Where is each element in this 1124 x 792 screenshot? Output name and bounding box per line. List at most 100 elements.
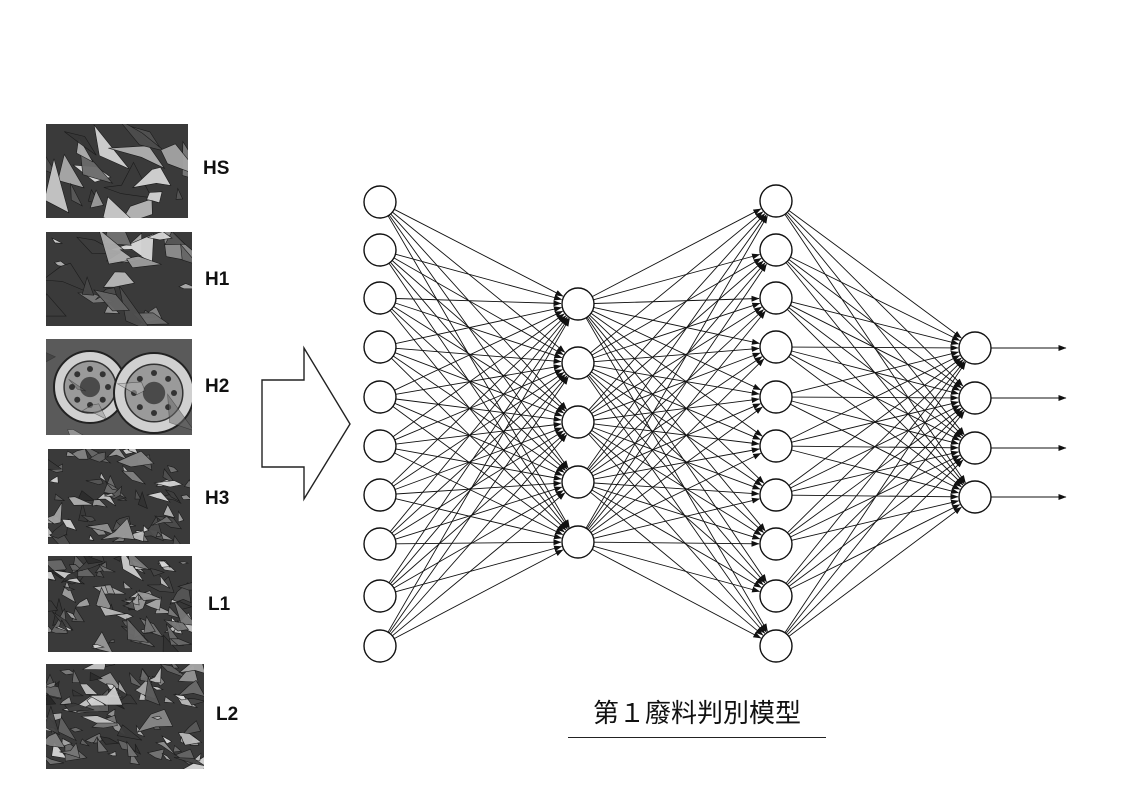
edge-l1-1-3: [593, 346, 760, 363]
label-l2: L2: [216, 704, 239, 725]
edge-l0-1-4: [388, 262, 569, 529]
edge-l1-0-2: [593, 295, 760, 304]
edge-l0-5-3: [395, 448, 562, 481]
edge-l0-5-1: [394, 369, 563, 441]
edge-l1-3-2: [589, 309, 764, 472]
edge-l0-5-0: [392, 313, 565, 438]
edge-l2-2-0: [791, 301, 959, 345]
edge-l1-3-3: [590, 356, 763, 474]
scrap-photo-h3: [48, 449, 190, 544]
output-node-2: [958, 431, 992, 465]
edge-l2-9-2: [786, 459, 964, 636]
edge-l2-6-0: [788, 357, 962, 486]
hidden2-node-7: [759, 527, 793, 561]
hidden2-node-5: [759, 429, 793, 463]
edge-l0-4-4: [392, 406, 565, 533]
edge-l1-2-0: [588, 213, 766, 411]
hidden2-node-3: [759, 330, 793, 364]
edge-l0-2-2: [393, 306, 565, 414]
network-edges: [387, 208, 966, 639]
edge-l0-7-3: [395, 486, 563, 540]
edge-l1-4-1: [586, 263, 767, 530]
output-arrows: [991, 345, 1067, 500]
edge-l1-3-6: [593, 482, 760, 497]
edge-l0-7-1: [391, 374, 566, 534]
edge-l0-2-0: [395, 298, 562, 307]
edge-l0-9-3: [392, 492, 566, 637]
photo-hs: [46, 124, 188, 218]
photo-l2: [46, 664, 204, 769]
edge-l1-0-3: [593, 306, 760, 345]
hidden1-node-0: [561, 287, 595, 321]
edge-l0-7-0: [389, 316, 568, 532]
edge-l0-0-1: [392, 211, 566, 353]
edge-l0-4-2: [395, 398, 562, 422]
edge-l1-4-2: [587, 310, 766, 530]
edge-l1-3-4: [592, 403, 761, 477]
scrap-photo-l1: [48, 556, 192, 652]
edge-l1-2-1: [589, 260, 764, 412]
edge-l1-4-8: [593, 545, 761, 593]
edge-l1-1-1: [591, 258, 762, 356]
edge-l1-2-3: [592, 352, 761, 417]
edge-l1-0-8: [586, 316, 767, 583]
input-node-8: [363, 579, 397, 613]
label-hs: HS: [203, 158, 230, 179]
edge-l0-9-2: [390, 434, 568, 635]
network-nodes: [363, 184, 992, 663]
edge-l0-8-0: [388, 317, 569, 584]
scrap-photo-h2: [46, 339, 192, 435]
edge-l0-8-4: [395, 545, 563, 593]
edge-l1-4-6: [593, 497, 760, 539]
edge-l0-0-3: [388, 214, 569, 469]
edge-l2-7-3: [791, 499, 959, 541]
photo-h2: [46, 339, 192, 435]
edge-l0-3-1: [395, 347, 562, 364]
input-node-2: [363, 281, 397, 315]
edge-l1-1-2: [593, 302, 761, 359]
edge-l1-1-9: [586, 375, 767, 633]
edge-l1-3-0: [586, 214, 767, 470]
edge-l0-7-2: [393, 430, 564, 536]
label-h1: H1: [205, 269, 230, 290]
edge-l0-2-3: [391, 308, 566, 471]
edge-l1-2-4: [593, 397, 760, 421]
edge-l1-0-1: [593, 253, 761, 301]
edge-l1-3-5: [593, 447, 760, 480]
edge-l1-2-6: [592, 427, 761, 490]
edge-l0-0-0: [393, 208, 564, 297]
edge-l0-6-1: [393, 372, 565, 487]
output-node-0: [958, 331, 992, 365]
input-node-0: [363, 185, 397, 219]
edge-l0-2-1: [395, 302, 563, 359]
edge-l0-3-0: [395, 306, 562, 345]
edge-l1-4-9: [591, 549, 762, 639]
edge-l2-4-0: [791, 350, 959, 394]
label-h2: H2: [205, 376, 230, 397]
edge-l0-2-4: [389, 310, 568, 530]
output-node-3: [958, 480, 992, 514]
edge-l0-3-2: [394, 352, 563, 417]
label-h3: H3: [205, 488, 230, 509]
input-node-5: [363, 429, 397, 463]
edge-l0-3-4: [391, 357, 567, 531]
edge-l2-8-3: [790, 504, 961, 590]
edge-l1-0-7: [587, 316, 766, 532]
scrap-photo-hs: [46, 124, 188, 218]
edge-l0-5-4: [394, 452, 564, 536]
edge-l0-1-0: [395, 253, 563, 301]
scrap-photo-h1: [46, 232, 192, 326]
input-node-6: [363, 478, 397, 512]
output-node-1: [958, 381, 992, 415]
photo-h3: [48, 449, 190, 544]
hidden2-node-9: [759, 629, 793, 663]
edge-l2-9-3: [788, 506, 962, 637]
edge-l2-0-0: [788, 210, 962, 339]
hidden2-node-6: [759, 478, 793, 512]
edge-l1-4-5: [592, 452, 762, 536]
edge-l1-1-8: [588, 374, 766, 584]
edge-l0-6-3: [395, 480, 562, 495]
hidden1-node-1: [561, 346, 595, 380]
